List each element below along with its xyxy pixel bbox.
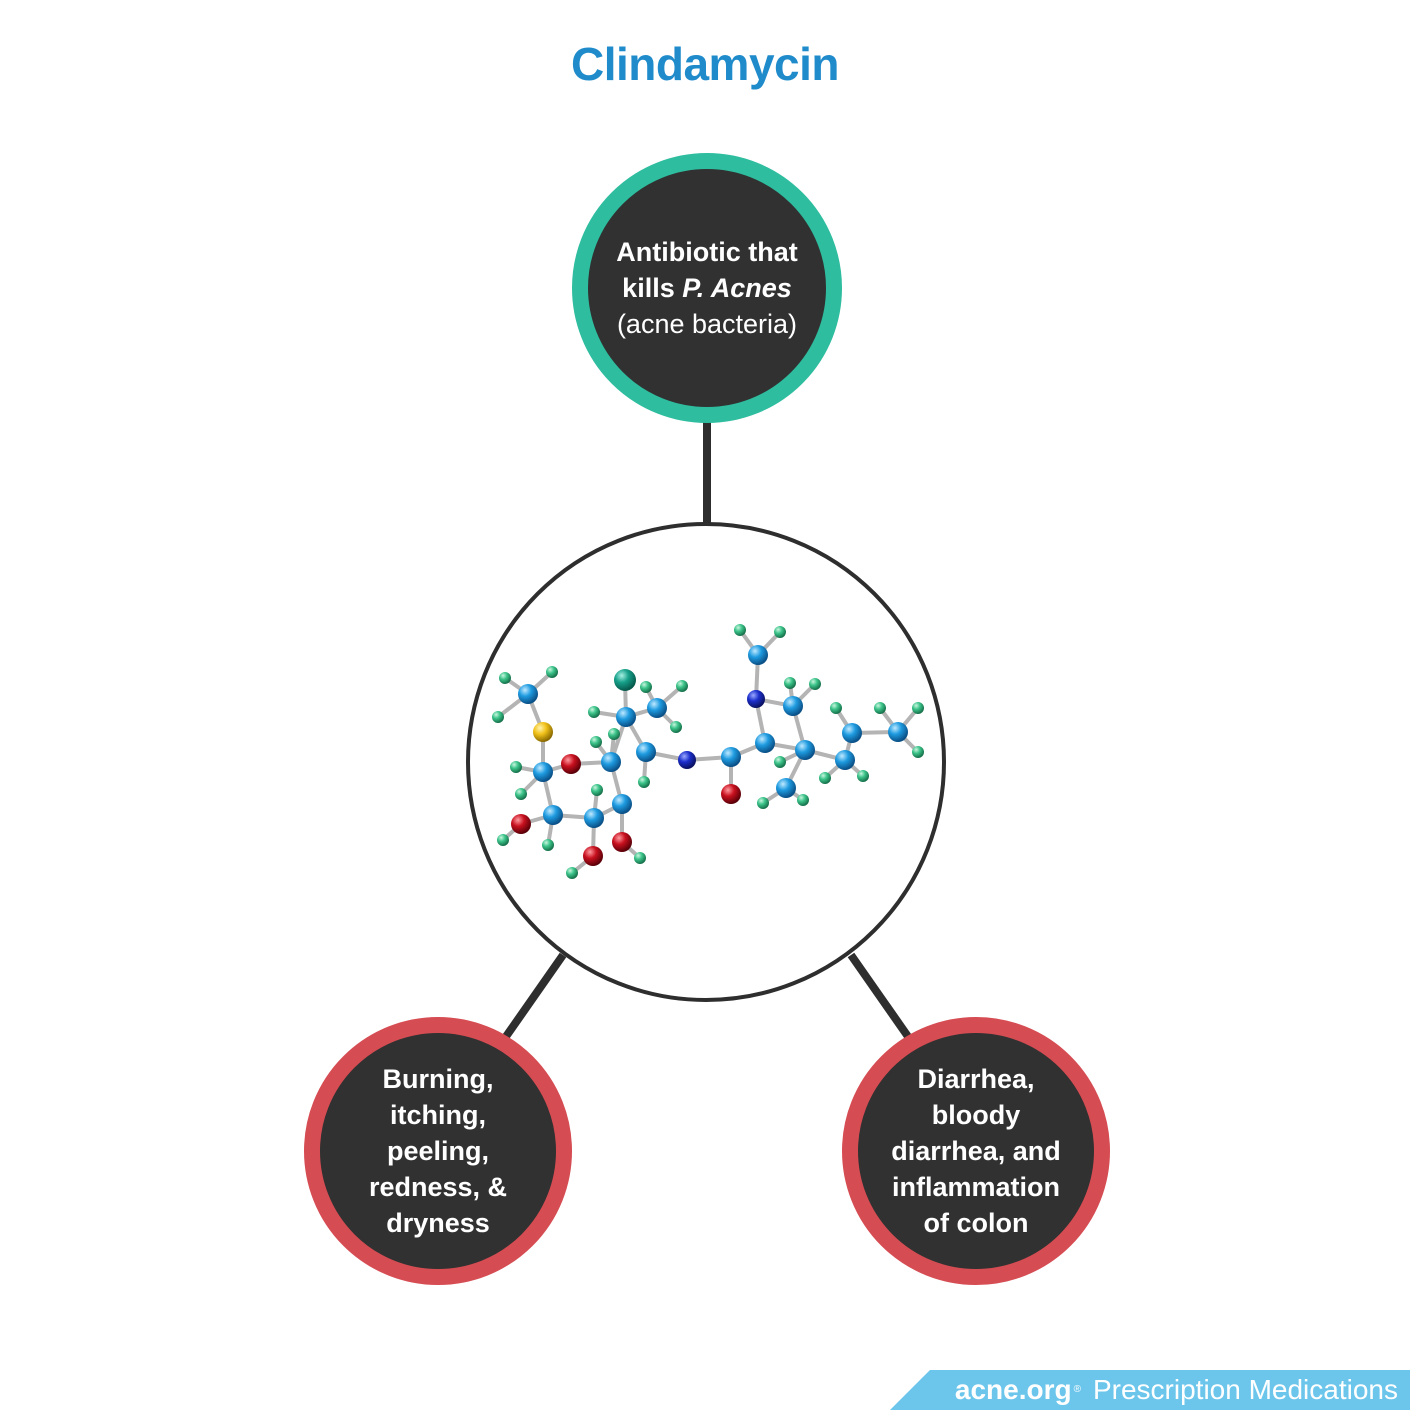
benefit-line-2-prefix: kills — [622, 273, 683, 303]
connector-left — [494, 952, 567, 1051]
atom-hydrogen — [546, 666, 558, 678]
atom-carbon — [543, 805, 563, 825]
atom-hydrogen — [640, 681, 652, 693]
atom-hydrogen — [638, 776, 650, 788]
atom-carbon — [636, 742, 656, 762]
atom-hydrogen — [499, 672, 511, 684]
atom-carbon — [776, 778, 796, 798]
benefit-text: Antibiotic that kills P. Acnes (acne bac… — [616, 234, 797, 342]
atom-carbon — [518, 684, 538, 704]
atom-hydrogen — [757, 797, 769, 809]
atom-hydrogen — [734, 624, 746, 636]
atom-oxygen — [511, 814, 531, 834]
atom-oxygen — [721, 784, 741, 804]
bacteria-name: P. Acnes — [682, 273, 792, 303]
atom-carbon — [748, 645, 768, 665]
atom-hydrogen — [634, 852, 646, 864]
gut-line-3: diarrhea, and — [891, 1136, 1061, 1166]
atom-carbon — [795, 740, 815, 760]
atom-sulfur — [533, 722, 553, 742]
atom-carbon — [584, 808, 604, 828]
atom-hydrogen — [510, 761, 522, 773]
atom-carbon — [842, 723, 862, 743]
skin-line-3: peeling, — [386, 1136, 489, 1166]
atom-carbon — [616, 707, 636, 727]
atom-hydrogen — [497, 834, 509, 846]
connector-right — [847, 952, 920, 1051]
gut-line-2: bloody — [931, 1100, 1021, 1130]
side-effect-gut-node: Diarrhea, bloody diarrhea, and inflammat… — [842, 1017, 1110, 1285]
atom-hydrogen — [912, 746, 924, 758]
benefit-line-1: Antibiotic that — [616, 237, 798, 267]
side-effect-gut-text: Diarrhea, bloody diarrhea, and inflammat… — [891, 1061, 1061, 1241]
atom-hydrogen — [492, 711, 504, 723]
registered-mark: ® — [1073, 1384, 1081, 1395]
atom-oxygen — [612, 832, 632, 852]
skin-line-1: Burning, — [382, 1064, 494, 1094]
section-label: Prescription Medications — [1092, 1374, 1398, 1405]
skin-line-2: itching, — [390, 1100, 486, 1130]
atom-carbon — [647, 698, 667, 718]
skin-line-4: redness, & — [368, 1172, 508, 1202]
atom-hydrogen — [912, 702, 924, 714]
skin-line-5: dryness — [386, 1208, 490, 1238]
atom-hydrogen — [797, 794, 809, 806]
side-effect-skin-text: Burning, itching, peeling, redness, & dr… — [369, 1061, 507, 1241]
atom-hydrogen — [542, 839, 554, 851]
side-effect-skin-node: Burning, itching, peeling, redness, & dr… — [304, 1017, 572, 1285]
molecule-circle — [466, 522, 946, 1002]
atom-carbon — [533, 762, 553, 782]
atom-carbon — [601, 752, 621, 772]
brand-logo[interactable]: acne.org — [954, 1374, 1072, 1405]
gut-line-1: Diarrhea, — [917, 1064, 1035, 1094]
atom-nitrogen — [678, 751, 696, 769]
atom-hydrogen — [857, 770, 869, 782]
diagram-title: Clindamycin — [570, 38, 840, 90]
atom-hydrogen — [874, 702, 886, 714]
atom-hydrogen — [608, 728, 620, 740]
atom-nitrogen — [747, 690, 765, 708]
atom-hydrogen — [774, 756, 786, 768]
benefit-line-3: (acne bacteria) — [616, 309, 798, 339]
atom-carbon — [755, 733, 775, 753]
atom-carbon — [612, 794, 632, 814]
atom-carbon — [835, 750, 855, 770]
atom-hydrogen — [591, 784, 603, 796]
atom-hydrogen — [830, 702, 842, 714]
atom-hydrogen — [784, 677, 796, 689]
atom-carbon — [783, 696, 803, 716]
atom-hydrogen — [670, 721, 682, 733]
atom-hydrogen — [590, 736, 602, 748]
atom-oxygen — [561, 754, 581, 774]
atom-chlorine — [614, 669, 636, 691]
atom-carbon — [721, 747, 741, 767]
gut-line-4: inflammation — [891, 1172, 1060, 1202]
footer-banner[interactable]: acne.org ® Prescription Medications — [890, 1370, 1410, 1410]
atom-hydrogen — [588, 706, 600, 718]
atom-hydrogen — [515, 788, 527, 800]
atom-hydrogen — [809, 678, 821, 690]
atom-hydrogen — [819, 772, 831, 784]
gut-line-5: of colon — [923, 1208, 1029, 1238]
benefit-line-2: kills P. Acnes — [616, 270, 797, 306]
atom-hydrogen — [676, 680, 688, 692]
atom-carbon — [888, 722, 908, 742]
atom-hydrogen — [566, 867, 578, 879]
atom-oxygen — [583, 846, 603, 866]
atom-hydrogen — [774, 626, 786, 638]
